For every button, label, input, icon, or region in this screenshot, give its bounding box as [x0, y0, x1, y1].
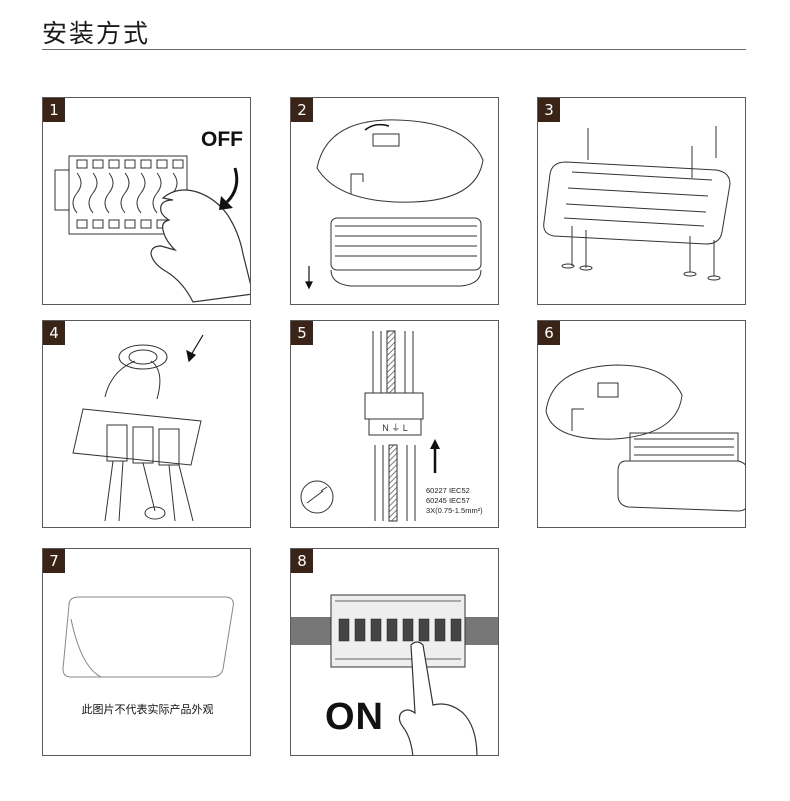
title-divider	[42, 49, 746, 50]
on-label: ON	[325, 696, 384, 738]
product-outline-illustration	[62, 596, 234, 678]
down-arrow-icon	[305, 266, 313, 290]
step-7-badge: 7	[43, 549, 65, 573]
step-7-panel: 7 此图片不代表实际产品外观	[42, 548, 251, 756]
step-1-badge: 1	[43, 98, 65, 122]
step-3-panel: 3	[537, 97, 746, 305]
hand-icon	[150, 189, 250, 303]
step-5-badge: 5	[291, 321, 313, 345]
step-4-badge: 4	[43, 321, 65, 345]
bracket-detail-illustration	[305, 119, 484, 290]
fixture-mount-illustration	[545, 364, 745, 512]
spec-line: 60227 IEC52	[426, 486, 470, 495]
rotate-arrow-icon	[364, 123, 390, 131]
step-6-badge: 6	[538, 321, 560, 345]
breaker-illustration	[291, 594, 498, 755]
step-8-badge: 8	[291, 549, 313, 573]
up-arrow-icon	[430, 439, 440, 473]
step-2-badge: 2	[291, 98, 313, 122]
screwdriver-icon	[306, 486, 328, 504]
cable-spec: 60227 IEC52 60245 IEC57 3X(0.75-1.5mm²)	[426, 486, 483, 516]
hand-icon	[398, 641, 478, 755]
step-8-panel: 8 ON	[290, 548, 499, 756]
rotate-arrow-icon	[225, 167, 239, 204]
off-label: OFF	[201, 128, 243, 151]
down-arrow-icon	[186, 334, 204, 363]
step-1-panel: 1 OFF	[42, 97, 251, 305]
step-4-panel: 4	[42, 320, 251, 528]
step-5-panel: 5 N ⏚ L 60227 IEC52 60245 IEC57 3X(0.7	[290, 320, 499, 528]
arrow-head-icon	[219, 196, 233, 210]
step-3-badge: 3	[538, 98, 560, 122]
spec-line: 60245 IEC57	[426, 496, 470, 505]
spec-line: 3X(0.75-1.5mm²)	[426, 506, 483, 515]
page-title: 安装方式	[42, 19, 151, 48]
step-6-panel: 6	[537, 320, 746, 528]
wiring-illustration	[72, 334, 204, 522]
connector-illustration: N ⏚ L	[300, 330, 440, 522]
mounting-plate-illustration	[543, 126, 731, 281]
product-caption: 此图片不代表实际产品外观	[81, 703, 214, 716]
terminal-marks: N ⏚ L	[382, 423, 408, 433]
terminal-block-illustration	[54, 155, 250, 303]
step-2-panel: 2	[290, 97, 499, 305]
